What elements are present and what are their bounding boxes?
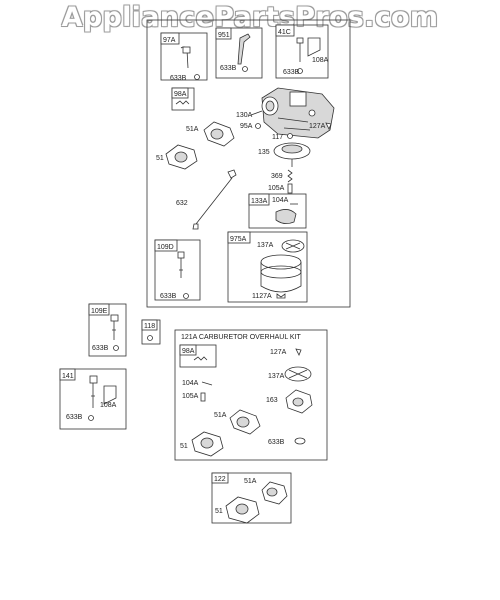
carburetor-overhaul-kit[interactable]: 121A CARBURETOR OVERHAUL KIT 98A 127A 13… — [174, 329, 328, 461]
label-632: 632 — [176, 200, 188, 207]
fitting-part — [89, 375, 98, 384]
tag-951: 951 — [218, 32, 230, 39]
callout-133a[interactable]: 133A 104A — [248, 193, 307, 229]
washer-part — [113, 345, 119, 351]
label-105a: 105A — [268, 185, 285, 192]
needle-part — [287, 183, 293, 194]
tag-118: 118 — [144, 323, 155, 330]
tag-141: 141 — [62, 373, 74, 380]
spring-part — [175, 100, 190, 105]
nozzle-part — [182, 46, 191, 54]
callout-122[interactable]: 122 51A 51 — [211, 472, 292, 524]
label-51: 51 — [215, 508, 223, 515]
callout-109e[interactable]: 109E 633B — [88, 303, 127, 357]
label-633b: 633B — [283, 69, 300, 76]
label-95a: 95A — [240, 123, 253, 130]
fitting-part — [177, 251, 185, 259]
washer-part — [297, 68, 303, 74]
jet-part — [275, 209, 297, 224]
carburetor-body — [261, 87, 335, 139]
spring-369-part — [287, 169, 293, 183]
label-108a: 108A — [100, 402, 117, 409]
bracket-part — [103, 385, 117, 405]
label-633b: 633B — [66, 414, 83, 421]
label-127a: 127A — [270, 349, 287, 356]
seal-part — [295, 348, 302, 356]
label-117: 117 — [272, 134, 283, 141]
label-105a: 105A — [182, 393, 199, 400]
label-104a: 104A — [272, 197, 289, 204]
washer-part — [183, 293, 189, 299]
fitting-part — [110, 314, 119, 322]
tag-98a: 98A — [182, 348, 195, 355]
lever-part — [237, 33, 251, 65]
seal-part — [325, 122, 332, 130]
callout-118[interactable]: 118 — [141, 319, 161, 345]
callout-41c[interactable]: 41C 108A 633B — [275, 24, 329, 79]
bowl-cap-part — [284, 366, 312, 382]
tag-97a: 97A — [163, 37, 176, 44]
callout-98a[interactable]: 98A — [171, 87, 195, 111]
screw-part — [255, 123, 261, 129]
screw-part — [287, 133, 293, 139]
washer-part — [242, 66, 248, 72]
label-51: 51 — [180, 443, 188, 450]
label-633b: 633B — [160, 293, 177, 300]
callout-951[interactable]: 951 633B — [215, 27, 263, 79]
gasket-1127a-part — [276, 293, 286, 299]
tag-122: 122 — [214, 476, 226, 483]
washer-part — [88, 415, 94, 421]
label-108a: 108A — [312, 57, 329, 64]
label-163: 163 — [266, 397, 278, 404]
label-127a: 127A — [309, 123, 326, 130]
bracket-part — [307, 37, 321, 57]
label-51a: 51A — [214, 412, 227, 419]
label-130a: 130A — [236, 112, 253, 119]
callout-109d[interactable]: 109D 633B — [154, 239, 201, 301]
pin-part — [201, 381, 213, 386]
label-633b: 633B — [220, 65, 237, 72]
callout-97a[interactable]: 97A 633B — [160, 32, 208, 82]
link-rod-part — [195, 177, 233, 225]
label-137a: 137A — [257, 242, 274, 249]
washer-part — [194, 74, 200, 80]
callout-141[interactable]: 141 633B 108A — [59, 368, 127, 430]
float-part — [273, 142, 311, 167]
label-51: 51 — [156, 155, 164, 162]
bowl-part — [260, 254, 302, 293]
kit-title: 121A CARBURETOR OVERHAUL KIT — [181, 334, 302, 341]
label-137a: 137A — [268, 373, 285, 380]
tag-975a: 975A — [230, 236, 247, 243]
tag-41c: 41C — [278, 29, 291, 36]
callout-975a[interactable]: 975A 137A 1127A — [227, 231, 308, 303]
main-carburetor-group — [146, 19, 351, 308]
o-ring-part — [294, 437, 306, 445]
needle-part — [200, 392, 206, 402]
tag-133a: 133A — [251, 198, 268, 205]
spring-part — [193, 356, 208, 361]
tag-109d: 109D — [157, 244, 174, 251]
plug-part — [296, 37, 304, 44]
screw-part — [147, 335, 153, 341]
label-633b: 633B — [92, 345, 109, 352]
label-135: 135 — [258, 149, 270, 156]
label-1127a: 1127A — [252, 293, 272, 300]
label-104a: 104A — [182, 380, 199, 387]
label-51a: 51A — [244, 478, 257, 485]
label-51a: 51A — [186, 126, 199, 133]
tag-98a: 98A — [174, 91, 187, 98]
label-633b: 633B — [268, 439, 285, 446]
label-369: 369 — [271, 173, 283, 180]
tag-109e: 109E — [91, 308, 108, 315]
label-633b: 633B — [170, 75, 187, 82]
bowl-cap-part — [281, 239, 305, 253]
